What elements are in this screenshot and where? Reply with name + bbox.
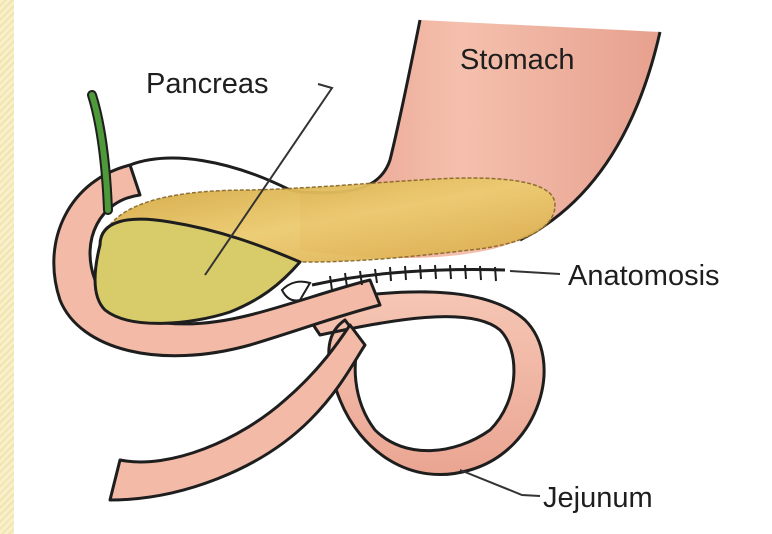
anastomosis-label: Anatomosis xyxy=(568,262,720,291)
anastomosis-suture xyxy=(312,265,505,290)
pancreas-label: Pancreas xyxy=(146,70,269,99)
jejunum-label: Jejunum xyxy=(543,484,653,513)
stomach-label: Stomach xyxy=(460,46,574,75)
